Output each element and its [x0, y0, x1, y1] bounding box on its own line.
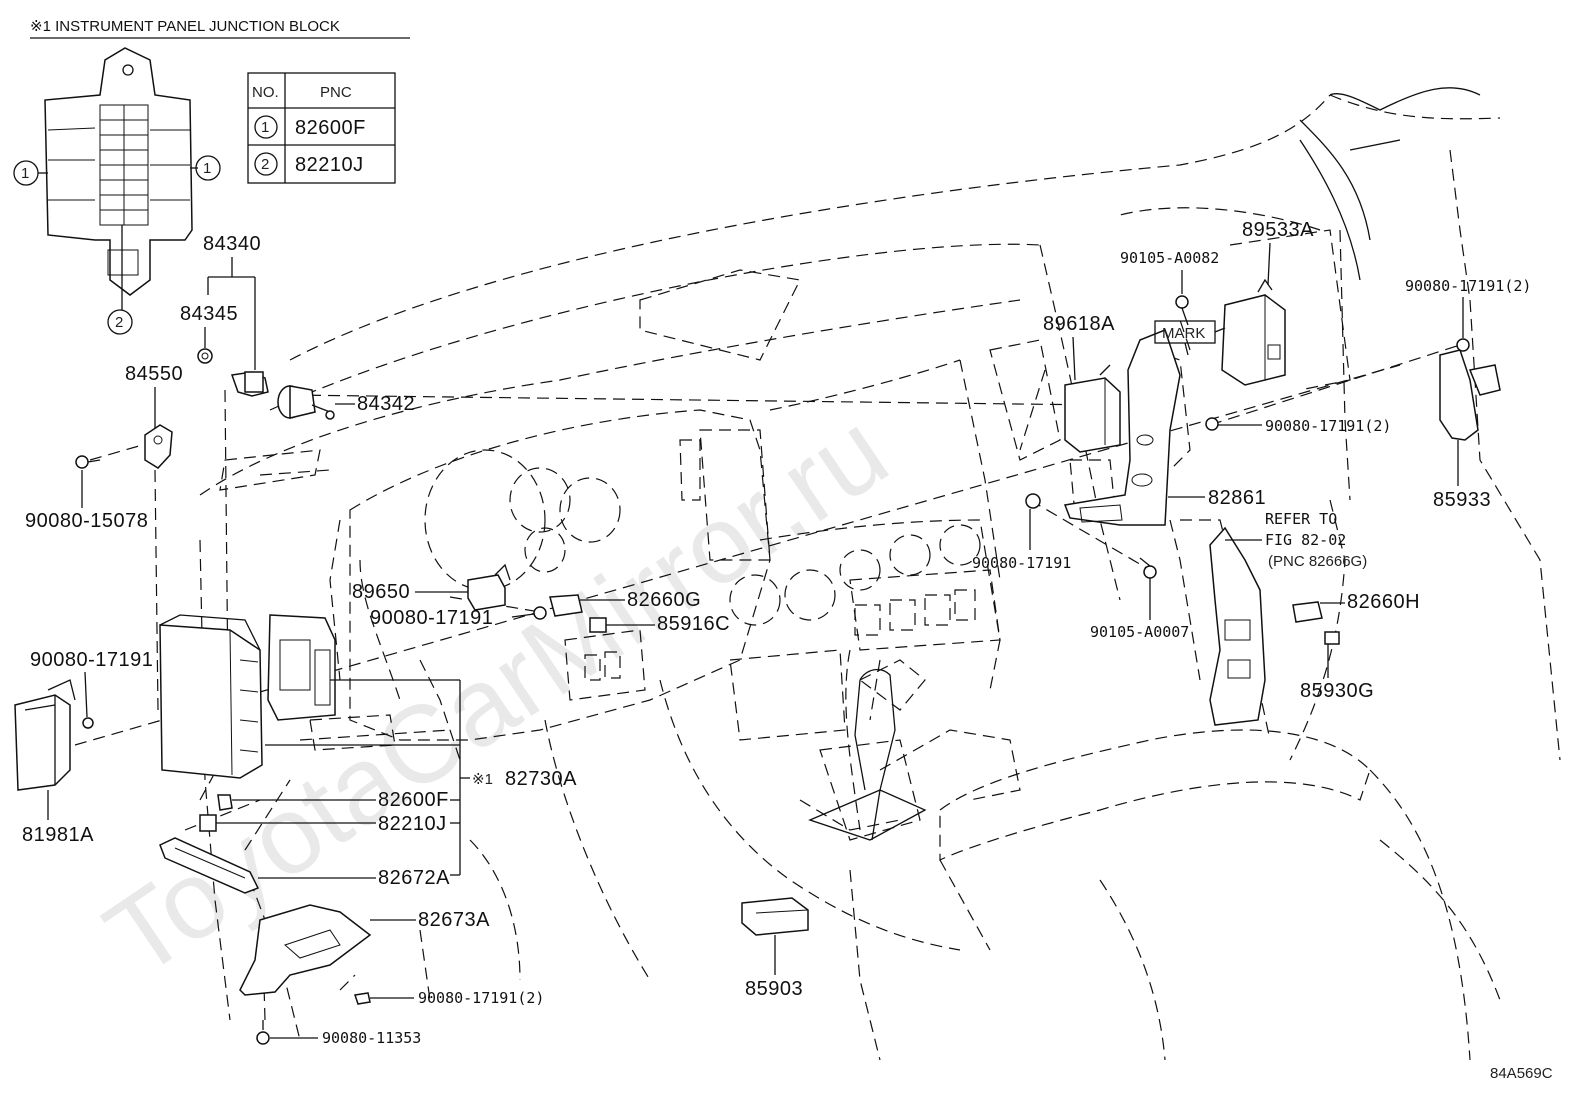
label-90080-17191-2-mid: 90080-17191(2) — [1265, 417, 1391, 435]
label-85930G: 85930G — [1300, 680, 1374, 702]
shift-lever — [808, 668, 927, 841]
label-85903: 85903 — [745, 978, 803, 1000]
label-82672A: 82672A — [378, 867, 450, 889]
part-82672A-cover — [159, 837, 260, 894]
refer-note-line-2: FIG 82-02 — [1265, 531, 1346, 549]
label-81981A: 81981A — [22, 824, 94, 846]
instrument-panel-outline — [199, 94, 1561, 1061]
part-84342 — [277, 385, 335, 420]
part-82660G-relay — [549, 594, 583, 617]
callout-84340: 84340 — [203, 233, 261, 370]
part-85903 — [741, 897, 809, 936]
part-84345-nut — [197, 348, 213, 364]
pnc-table-row-1-pnc: 82600F — [295, 117, 366, 139]
part-90080-17191-nut-mid — [1025, 493, 1041, 509]
label-82861: 82861 — [1208, 487, 1266, 509]
star-note-82730A: ※1 — [472, 771, 493, 788]
mark-label: MARK — [1162, 325, 1205, 342]
refer-note-line-3: (PNC 82666G) — [1268, 553, 1367, 570]
part-82673A-bracket — [239, 904, 372, 996]
label-82660G: 82660G — [627, 589, 701, 611]
part-89618A — [1064, 364, 1121, 453]
label-89533A: 89533A — [1242, 219, 1314, 241]
part-90105-A0082-bolt — [1175, 295, 1189, 326]
part-82210J-relay — [199, 814, 217, 832]
label-84342: 84342 — [357, 393, 415, 415]
label-90080-17191-left: 90080-17191 — [30, 649, 153, 671]
label-82730A: 82730A — [505, 768, 577, 790]
part-90080-17191-clip-lower — [354, 992, 371, 1005]
part-82600F-fuse — [217, 794, 233, 811]
part-89650 — [467, 563, 511, 611]
part-82861-bracket — [1063, 329, 1181, 526]
pnc-table-header-no: NO. — [252, 84, 279, 101]
label-90080-17191-center: 90080-17191 — [370, 607, 493, 629]
part-85930G — [1324, 631, 1340, 645]
refer-note-line-1: REFER TO — [1265, 510, 1337, 528]
label-89650: 89650 — [352, 581, 410, 603]
callout-2 — [107, 309, 133, 335]
label-84340: 84340 — [203, 233, 261, 255]
callout-1-right — [195, 155, 221, 181]
label-90080-17191-2-lower: 90080-17191(2) — [418, 989, 544, 1007]
label-84550: 84550 — [125, 363, 183, 385]
part-84340-switch — [230, 371, 269, 397]
part-82730A-junction-block — [159, 614, 263, 779]
part-ecu-board — [267, 614, 336, 721]
label-90105-A0082: 90105-A0082 — [1120, 249, 1219, 267]
part-90080-17191-nut-right — [1205, 417, 1219, 431]
label-85933: 85933 — [1433, 489, 1491, 511]
pnc-table-row-1-no: 1 — [261, 119, 269, 136]
pnc-table-row-2-pnc: 82210J — [295, 154, 364, 176]
part-90080-17191-nut-center — [533, 606, 547, 620]
part-90105-A0007-bolt — [1139, 557, 1157, 579]
label-90080-17191-2-top: 90080-17191(2) — [1405, 277, 1531, 295]
refer-note: REFER TO FIG 82-02 (PNC 82666G) — [1225, 510, 1367, 570]
label-90105-A0007: 90105-A0007 — [1090, 623, 1189, 641]
part-90080-15078-screw — [75, 455, 101, 469]
label-82600F: 82600F — [378, 789, 449, 811]
part-81981A — [14, 679, 94, 791]
part-82660H-relay — [1292, 601, 1323, 623]
figure-code: 84A569C — [1490, 1065, 1553, 1082]
pnc-table-header-pnc: PNC — [320, 84, 352, 101]
label-82210J: 82210J — [378, 813, 447, 835]
callout-2-label: 2 — [115, 314, 123, 331]
part-85933 — [1439, 338, 1501, 441]
label-85916C: 85916C — [657, 613, 730, 635]
junction-block-note-title: ※1 INSTRUMENT PANEL JUNCTION BLOCK — [30, 18, 340, 35]
part-84550 — [144, 424, 173, 469]
label-90080-11353: 90080-11353 — [322, 1029, 421, 1047]
label-90080-15078: 90080-15078 — [25, 510, 148, 532]
part-85916C — [589, 617, 607, 633]
part-89533A — [1221, 278, 1286, 386]
part-90080-11353-screw — [256, 1020, 270, 1045]
label-89618A: 89618A — [1043, 313, 1115, 335]
part-82666G-bracket — [1209, 526, 1266, 726]
pnc-table: NO. PNC 1 82600F 2 82210J — [247, 72, 396, 184]
callout-1-right-label: 1 — [203, 160, 211, 177]
pnc-table-row-2-no: 2 — [261, 156, 269, 173]
junction-block-detail — [38, 47, 198, 310]
callout-82730A: ※1 82730A — [265, 679, 577, 875]
callout-1-left — [13, 160, 39, 186]
label-84345: 84345 — [180, 303, 238, 325]
label-82660H: 82660H — [1347, 591, 1420, 613]
label-90080-17191-right: 90080-17191 — [972, 554, 1071, 572]
pillar-lines — [1299, 87, 1481, 281]
label-82673A: 82673A — [418, 909, 490, 931]
callout-1-left-label: 1 — [21, 165, 29, 182]
